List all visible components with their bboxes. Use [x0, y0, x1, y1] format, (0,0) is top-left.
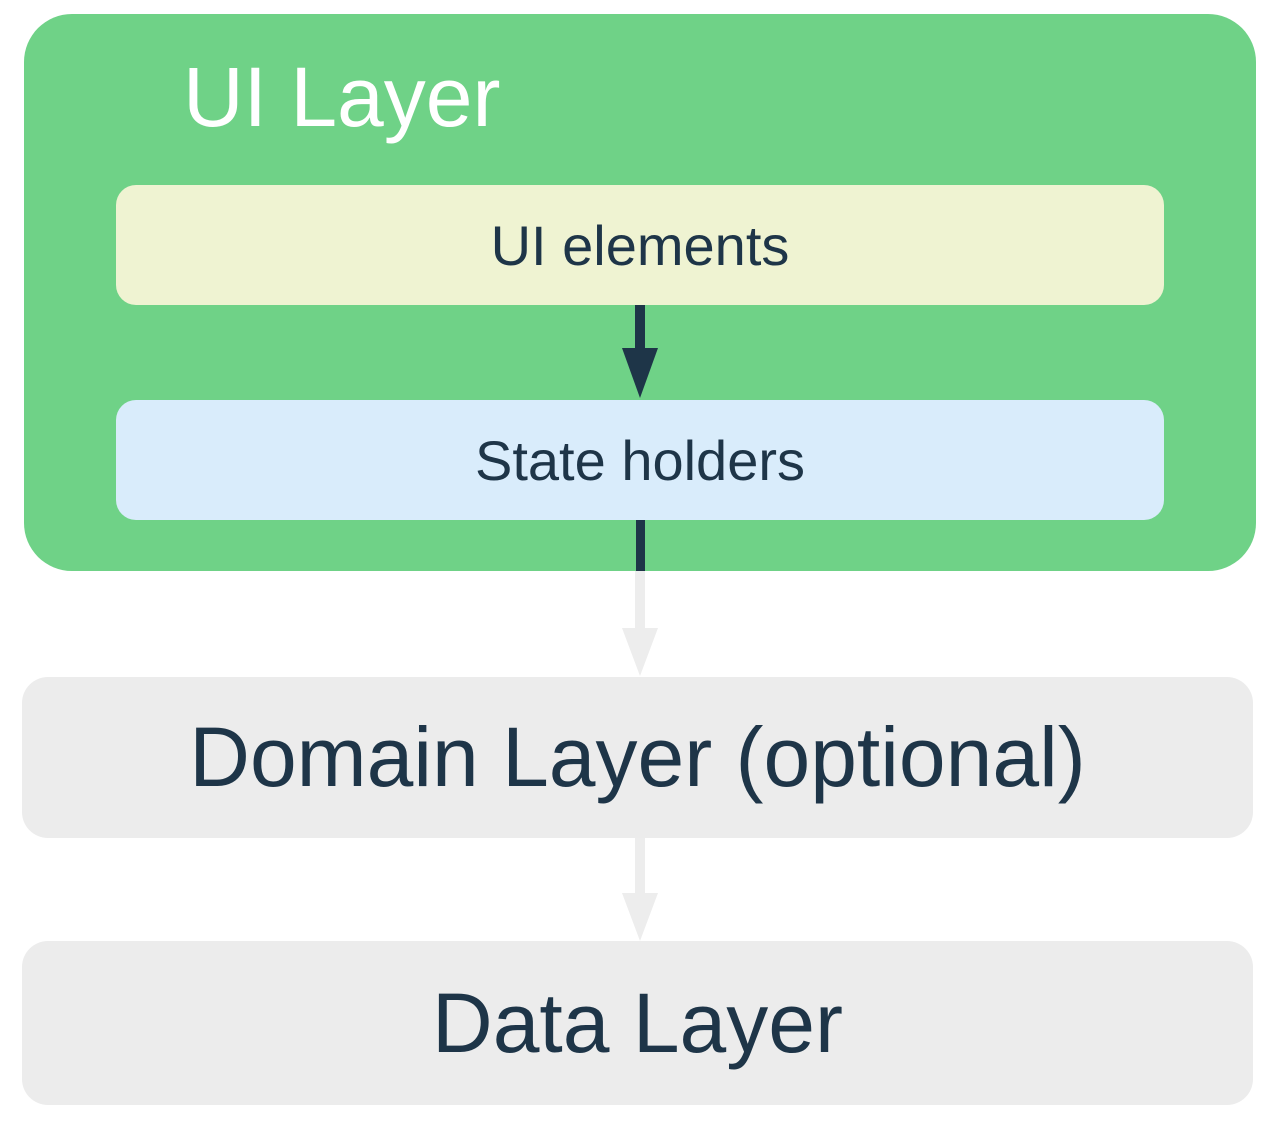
light-arrow-down-icon-2: [622, 838, 658, 941]
dark-arrow-shaft: [635, 305, 645, 348]
ui-layer-box: UI Layer UI elements State holders: [24, 14, 1256, 571]
dark-arrow-head: [622, 348, 658, 398]
light-arrow-1-head: [622, 628, 658, 676]
light-arrow-2-shaft: [635, 838, 645, 893]
ui-elements-box: UI elements: [116, 185, 1164, 305]
light-arrow-1-shaft: [635, 571, 645, 628]
data-layer-box: Data Layer: [22, 941, 1253, 1105]
light-arrow-2-head: [622, 893, 658, 941]
domain-layer-box: Domain Layer (optional): [22, 677, 1253, 838]
state-holders-box: State holders: [116, 400, 1164, 520]
domain-layer-label: Domain Layer (optional): [189, 710, 1086, 804]
state-to-domain-connector-line: [636, 520, 645, 571]
state-holders-label: State holders: [475, 428, 805, 492]
ui-elements-label: UI elements: [490, 213, 790, 277]
light-arrow-down-icon-1: [622, 571, 658, 676]
data-layer-label: Data Layer: [432, 975, 843, 1070]
dark-arrow-down-icon: [622, 305, 658, 398]
ui-layer-title: UI Layer: [183, 50, 501, 144]
